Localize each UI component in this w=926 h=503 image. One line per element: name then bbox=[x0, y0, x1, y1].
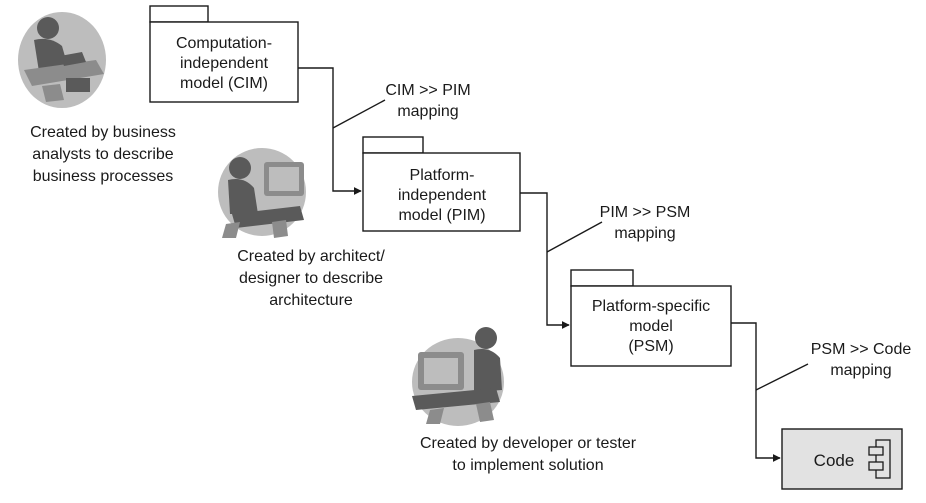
psm-package-tab bbox=[570, 269, 634, 287]
cim-pim-mapping-line-1: CIM >> PIM bbox=[385, 82, 470, 99]
developer-caption: Created by developer or tester to implem… bbox=[420, 435, 637, 474]
cim-package: Computation- independent model (CIM) bbox=[149, 5, 299, 103]
pim-to-psm-connector bbox=[520, 192, 570, 329]
developer-caption-line-2: to implement solution bbox=[452, 457, 603, 474]
cim-package-tab bbox=[149, 5, 209, 23]
component-icon bbox=[868, 439, 891, 479]
psm-label-line-3: (PSM) bbox=[628, 338, 673, 355]
developer-caption-line-1: Created by developer or tester bbox=[420, 435, 637, 452]
psm-code-callout-line bbox=[755, 363, 809, 391]
pim-package-body bbox=[362, 152, 521, 232]
cim-pim-mapping-label: CIM >> PIM mapping bbox=[385, 82, 470, 120]
pim-label-line-3: model (PIM) bbox=[398, 207, 485, 224]
psm-label-line-1: Platform-specific bbox=[592, 298, 710, 315]
cim-label-line-3: model (CIM) bbox=[180, 75, 268, 92]
cim-label-line-2: independent bbox=[180, 55, 269, 72]
architect-caption-line-3: architecture bbox=[269, 292, 353, 309]
business-caption-line-2: analysts to describe bbox=[32, 146, 174, 163]
pim-package-tab bbox=[362, 136, 424, 154]
business-caption-line-1: Created by business bbox=[30, 124, 176, 141]
cim-package-body bbox=[149, 21, 299, 103]
architect-caption-line-2: designer to describe bbox=[239, 270, 383, 287]
psm-code-mapping-line-1: PSM >> Code bbox=[811, 341, 912, 358]
pim-psm-callout-line bbox=[546, 221, 603, 253]
psm-package-body bbox=[570, 285, 732, 367]
pim-label-line-1: Platform- bbox=[410, 167, 475, 184]
architect-caption: Created by architect/ designer to descri… bbox=[237, 248, 385, 309]
psm-code-mapping-line-2: mapping bbox=[830, 362, 891, 379]
psm-code-mapping-label: PSM >> Code mapping bbox=[811, 341, 912, 379]
business-analyst-icon bbox=[18, 12, 106, 108]
business-analyst-caption: Created by business analysts to describe… bbox=[30, 124, 176, 185]
cim-pim-mapping-line-2: mapping bbox=[397, 103, 458, 120]
pim-package: Platform- independent model (PIM) bbox=[362, 136, 521, 232]
psm-to-code-connector bbox=[731, 322, 781, 462]
code-component: Code bbox=[781, 428, 903, 490]
pim-psm-mapping-label: PIM >> PSM mapping bbox=[600, 204, 691, 242]
pim-psm-mapping-line-2: mapping bbox=[614, 225, 675, 242]
psm-package: Platform-specific model (PSM) bbox=[570, 269, 732, 367]
architect-icon bbox=[218, 148, 306, 238]
pim-label-line-2: independent bbox=[398, 187, 487, 204]
cim-label-line-1: Computation- bbox=[176, 35, 272, 52]
developer-icon bbox=[412, 327, 504, 426]
business-caption-line-3: business processes bbox=[33, 168, 174, 185]
cim-pim-callout-line bbox=[332, 99, 386, 129]
psm-label-line-2: model bbox=[629, 318, 673, 335]
cim-to-pim-connector bbox=[298, 67, 362, 195]
pim-psm-mapping-line-1: PIM >> PSM bbox=[600, 204, 691, 221]
code-label: Code bbox=[814, 451, 855, 470]
architect-caption-line-1: Created by architect/ bbox=[237, 248, 385, 265]
